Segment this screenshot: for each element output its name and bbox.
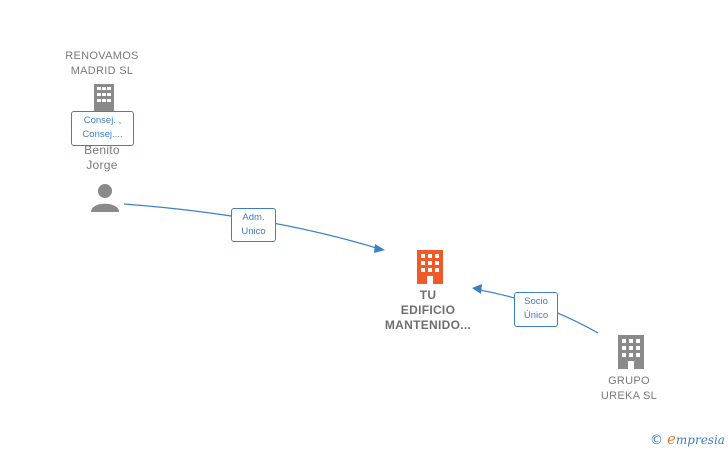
edge-label-line2: Unico (241, 226, 266, 237)
building-icon[interactable] (616, 335, 646, 369)
node-ureka-label[interactable]: GRUPO UREKA SL (600, 375, 658, 402)
node-renovamos-label[interactable]: RENOVAMOS MADRID SL (65, 50, 139, 77)
edge-label-line2: Único (523, 310, 549, 321)
building-icon[interactable] (415, 250, 445, 284)
copyright-icon: © (650, 433, 663, 448)
brand-text: mpresia (675, 433, 725, 447)
edge-label-line1: Consej. , (83, 115, 122, 126)
node-center-label[interactable]: TU EDIFICIO MANTENIDO... (384, 288, 472, 332)
person-icon[interactable] (90, 183, 120, 213)
edge-label-adm[interactable]: Adm. Unico (231, 208, 276, 242)
edge-socio-unico-arrowhead (472, 284, 482, 294)
edge-label-socio[interactable]: Socio Único (514, 292, 558, 327)
edge-adm-unico-arrowhead (374, 244, 385, 253)
edge-label-consej[interactable]: Consej. , Consej.... (71, 111, 134, 146)
edge-label-line2: Consej.... (82, 129, 123, 140)
edge-label-line1: Socio (524, 296, 548, 307)
node-person-label[interactable]: Benito Jorge (84, 143, 120, 172)
edge-label-line1: Adm. (242, 212, 265, 223)
brand-logo[interactable]: © empresia (650, 430, 725, 448)
building-icon[interactable] (92, 84, 116, 114)
brand-e: e (667, 430, 676, 448)
